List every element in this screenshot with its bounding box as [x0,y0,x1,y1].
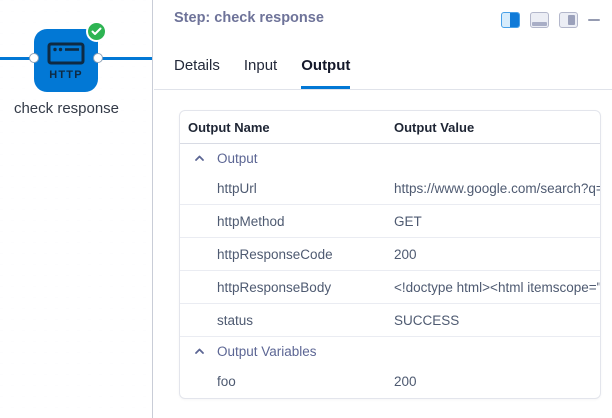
tab-output[interactable]: Output [301,57,351,89]
table-row: httpUrl https://www.google.com/search?q= [180,172,600,205]
http-icon-label: HTTP [49,69,83,81]
table-row: status SUCCESS [180,304,600,337]
row-name: Output [217,150,258,166]
row-value: 200 [394,246,417,262]
panel-toolbar [501,9,600,28]
table-group-row[interactable]: Output Variables [180,337,600,365]
step-details-panel: Step: check response Details Input Outpu… [154,0,612,418]
row-value: SUCCESS [394,312,460,328]
layout-bottom-icon [532,22,547,26]
row-name: httpResponseBody [217,279,332,295]
row-value: GET [394,213,422,229]
row-name: httpUrl [217,180,257,196]
input-port[interactable] [29,53,39,63]
table-row: foo 200 [180,365,600,398]
collapse-chevron-icon[interactable] [193,345,206,358]
table-header-row: Output Name Output Value [180,111,600,144]
row-value: <!doctype html><html itemscope=" [394,279,600,295]
table-row: httpMethod GET [180,205,600,238]
row-name: httpMethod [217,213,285,229]
minus-icon [588,18,600,22]
tab-bar: Details Input Output [154,28,612,90]
column-header-output-name: Output Name [188,120,270,135]
http-icon: HTTP [47,42,85,81]
output-table: Output Name Output Value Output httpUrl … [179,110,601,399]
minimize-button[interactable] [588,12,600,28]
http-step-node[interactable]: HTTP [29,21,107,92]
layout-split-right-button[interactable] [501,12,520,28]
collapse-chevron-icon[interactable] [193,152,206,165]
output-port[interactable] [93,53,103,63]
table-row: httpResponseCode 200 [180,238,600,271]
layout-right-icon [568,15,575,25]
panel-header: Step: check response [154,0,612,28]
row-name: foo [217,374,236,389]
row-value: https://www.google.com/search?q= [394,180,600,196]
table-group-row[interactable]: Output [180,144,600,172]
workflow-canvas[interactable]: HTTP check response [0,0,153,418]
layout-bottom-button[interactable] [530,12,549,28]
layout-split-right-icon [509,13,519,27]
table-row: httpResponseBody <!doctype html><html it… [180,271,600,304]
column-header-output-value: Output Value [394,120,475,135]
tab-input[interactable]: Input [243,57,278,74]
node-label: check response [13,100,120,117]
row-name: status [217,312,254,328]
layout-right-button[interactable] [559,12,578,28]
row-value: 200 [394,374,417,389]
table-body: Output httpUrl https://www.google.com/se… [180,144,600,398]
row-name: httpResponseCode [217,246,333,262]
panel-title: Step: check response [174,10,324,26]
success-check-icon [86,21,107,42]
row-name: Output Variables [217,343,317,359]
tab-details[interactable]: Details [174,57,220,74]
